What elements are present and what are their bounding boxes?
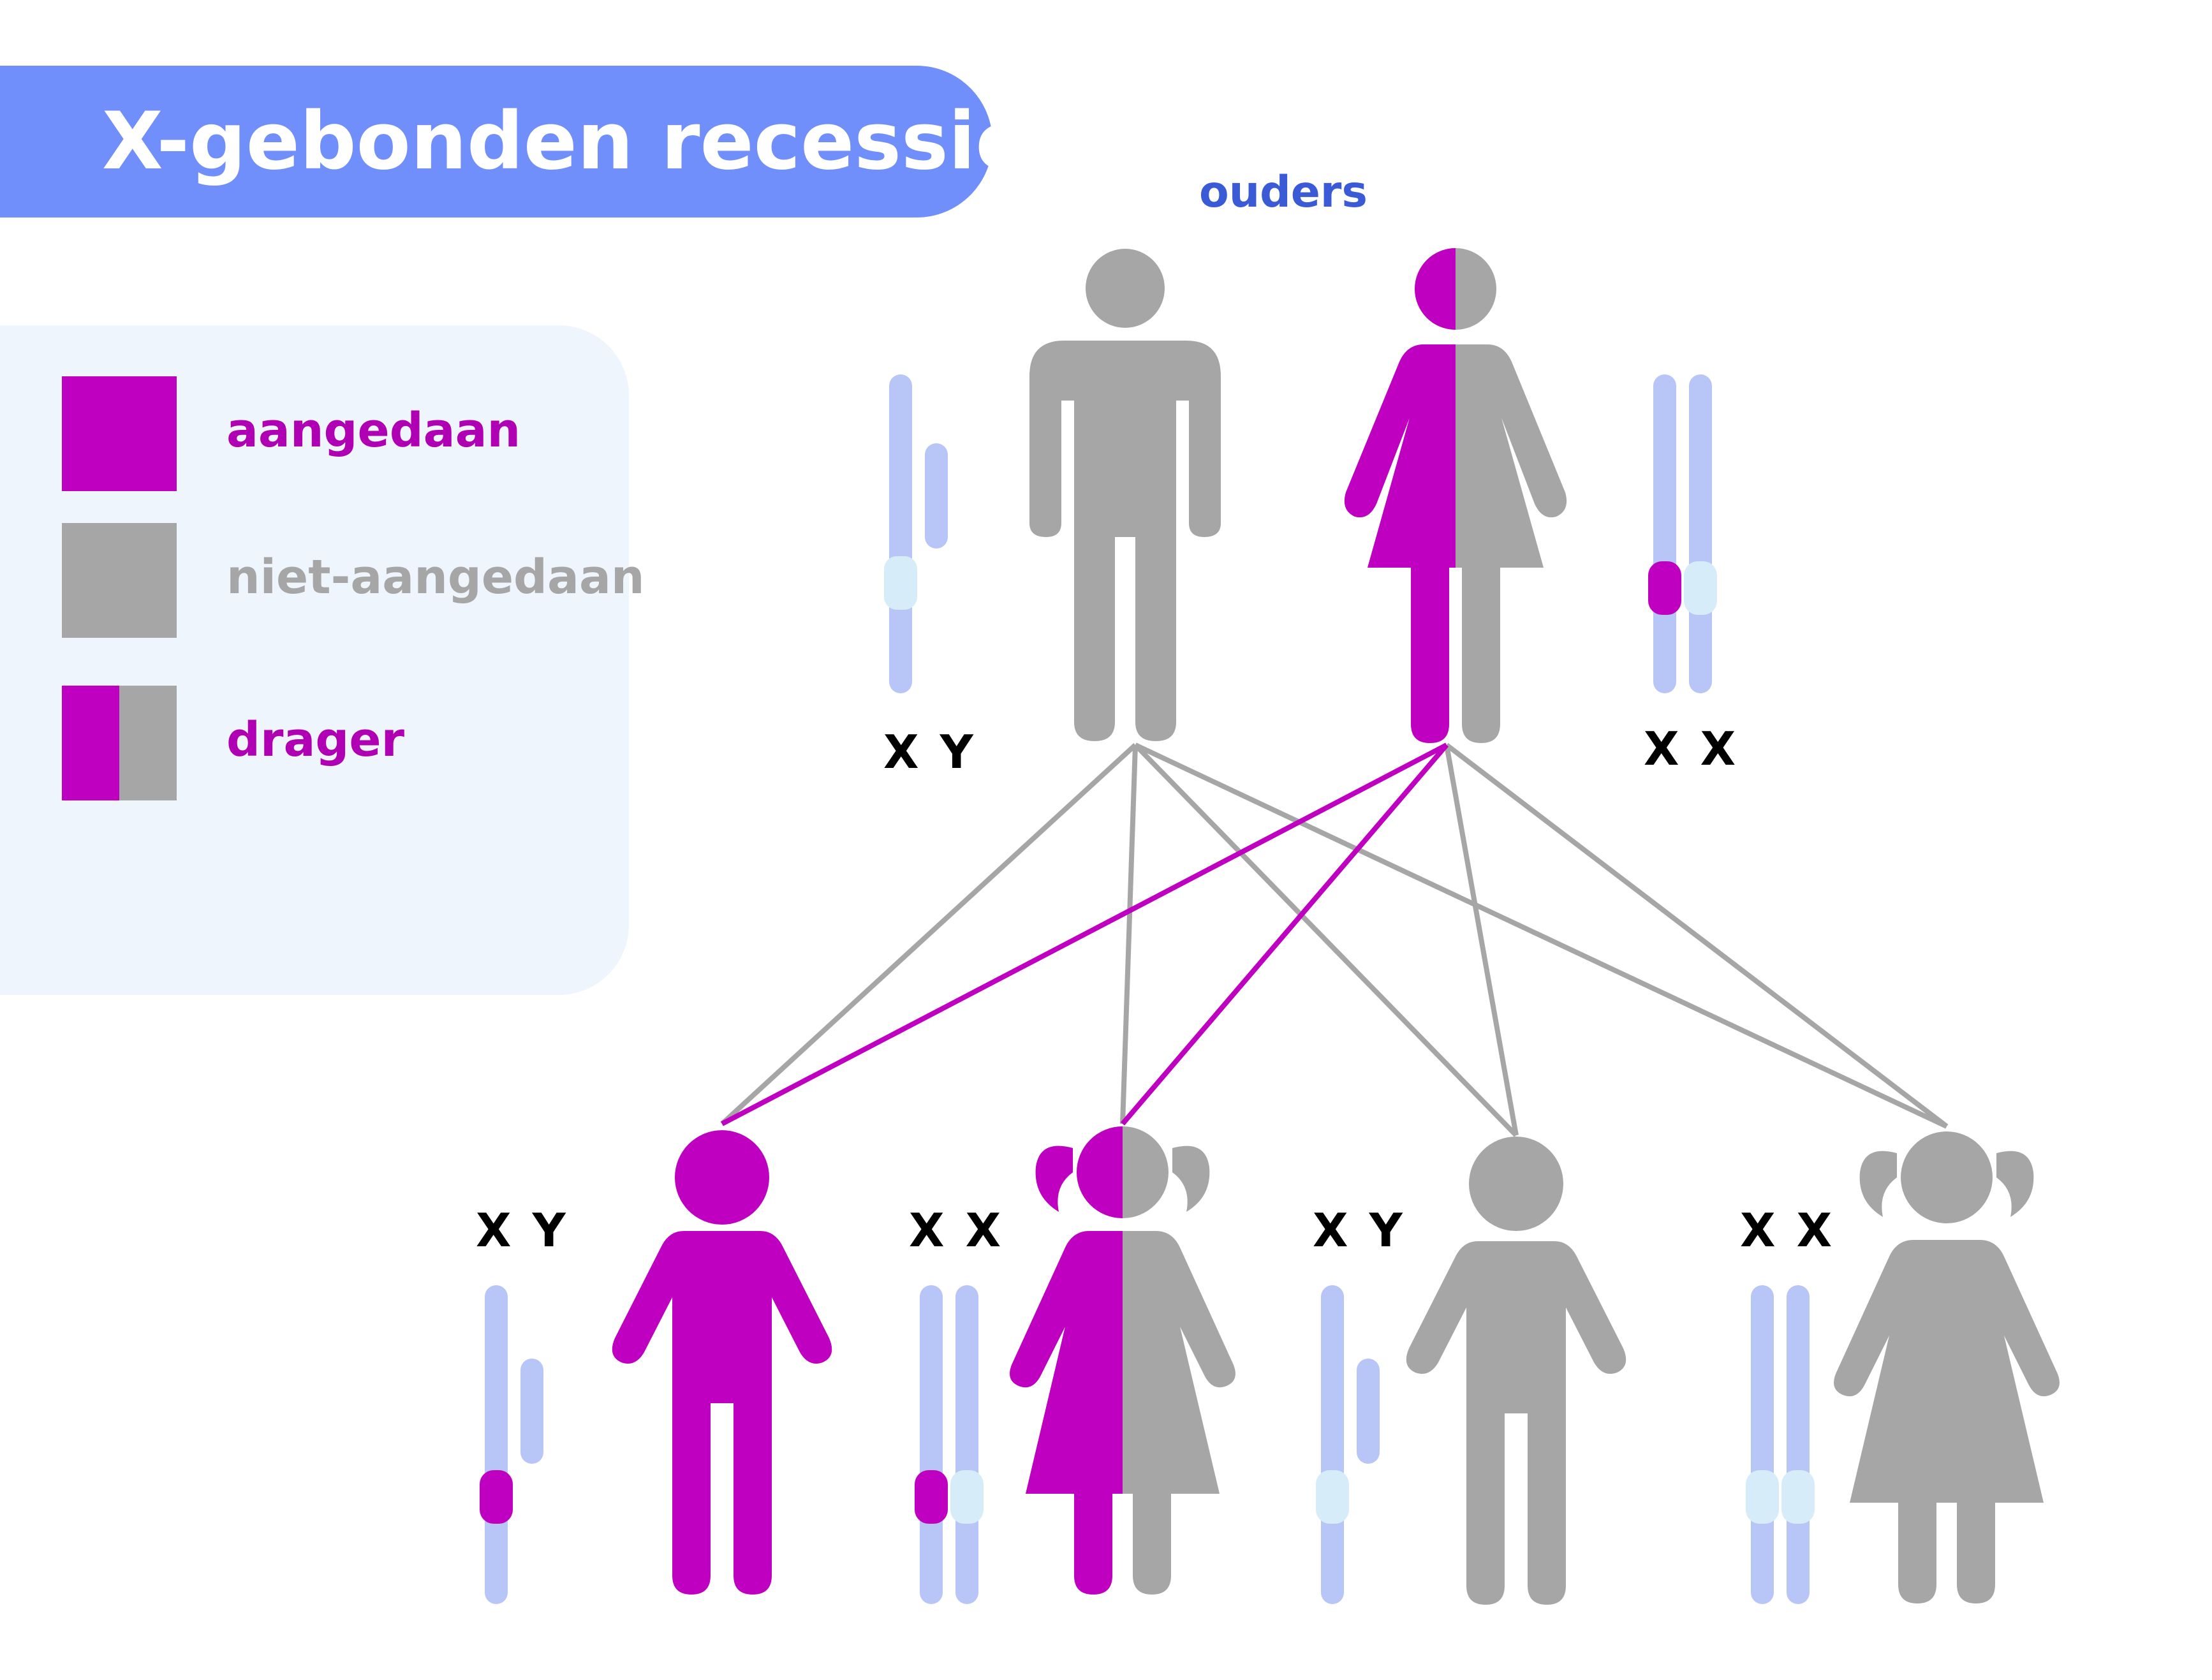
daughter-carrier-chromosomes bbox=[915, 1285, 984, 1604]
genotype-son-affected: X Y bbox=[476, 1204, 568, 1257]
legend-label-unaffected: niet-aangedaan bbox=[226, 550, 645, 605]
inheritance-lines bbox=[720, 742, 1949, 1137]
line-mother-to-daughter-carrier bbox=[1120, 743, 1449, 1126]
mother-figure bbox=[1344, 248, 1567, 743]
line-father-to-daughter-carrier bbox=[1120, 744, 1138, 1124]
daughter-carrier-figure bbox=[1010, 1126, 1235, 1595]
normal-gene-band bbox=[950, 1470, 984, 1524]
chromosome-x bbox=[955, 1285, 978, 1604]
line-mother-to-son-unaffected bbox=[1444, 744, 1519, 1136]
page-title: X-gebonden recessief bbox=[102, 96, 1064, 188]
line-mother-to-daughter-unaffected bbox=[1445, 742, 1949, 1129]
genotype-daughter-carrier: X X bbox=[909, 1204, 1004, 1257]
affected-gene-band bbox=[915, 1470, 948, 1524]
line-father-to-daughter-unaffected bbox=[1134, 742, 1948, 1129]
chromosome-x bbox=[889, 374, 912, 693]
father-chromosomes bbox=[884, 374, 948, 693]
genotype-daughter-unaffected: X X bbox=[1740, 1204, 1835, 1257]
line-mother-to-son-affected bbox=[721, 742, 1448, 1126]
affected-gene-band bbox=[1648, 561, 1681, 615]
chromosome-y bbox=[925, 443, 948, 549]
chromosome-x bbox=[1689, 374, 1712, 693]
normal-gene-band bbox=[1316, 1470, 1349, 1524]
affected-gene-band bbox=[480, 1470, 513, 1524]
chromosome-y bbox=[520, 1359, 543, 1464]
chromosome-x bbox=[920, 1285, 943, 1604]
chromosome-x bbox=[485, 1285, 508, 1604]
daughter-unaffected-figure bbox=[1834, 1131, 2060, 1603]
title-banner bbox=[0, 66, 992, 217]
son-affected-figure bbox=[612, 1130, 832, 1595]
legend-swatch-affected bbox=[62, 376, 177, 491]
normal-gene-band bbox=[1684, 561, 1717, 615]
mother-chromosomes bbox=[1648, 374, 1717, 693]
genotype-father: X Y bbox=[883, 725, 976, 779]
chromosome-y bbox=[1357, 1359, 1380, 1464]
line-father-to-son-unaffected bbox=[1133, 743, 1518, 1137]
normal-gene-band bbox=[884, 556, 917, 610]
parents-label: ouders bbox=[1199, 167, 1368, 217]
legend-label-affected: aangedaan bbox=[226, 403, 521, 458]
daughter-unaffected-chromosomes bbox=[1746, 1285, 1815, 1604]
legend-swatch-unaffected bbox=[62, 523, 177, 638]
son-affected-chromosomes bbox=[480, 1285, 543, 1604]
son-unaffected-figure bbox=[1406, 1137, 1626, 1605]
legend-swatch-carrier bbox=[62, 686, 177, 800]
line-father-to-son-affected bbox=[720, 743, 1137, 1126]
legend-label-carrier: drager bbox=[226, 712, 405, 767]
son-unaffected-chromosomes bbox=[1316, 1285, 1380, 1604]
chromosome-x bbox=[1751, 1285, 1774, 1604]
genotype-mother: X X bbox=[1644, 722, 1739, 776]
father-figure bbox=[1029, 249, 1221, 741]
chromosome-x bbox=[1321, 1285, 1344, 1604]
genotype-son-unaffected: X Y bbox=[1313, 1204, 1405, 1257]
normal-gene-band bbox=[1781, 1470, 1815, 1524]
chromosome-x bbox=[1653, 374, 1676, 693]
chromosome-x bbox=[1787, 1285, 1810, 1604]
normal-gene-band bbox=[1746, 1470, 1779, 1524]
